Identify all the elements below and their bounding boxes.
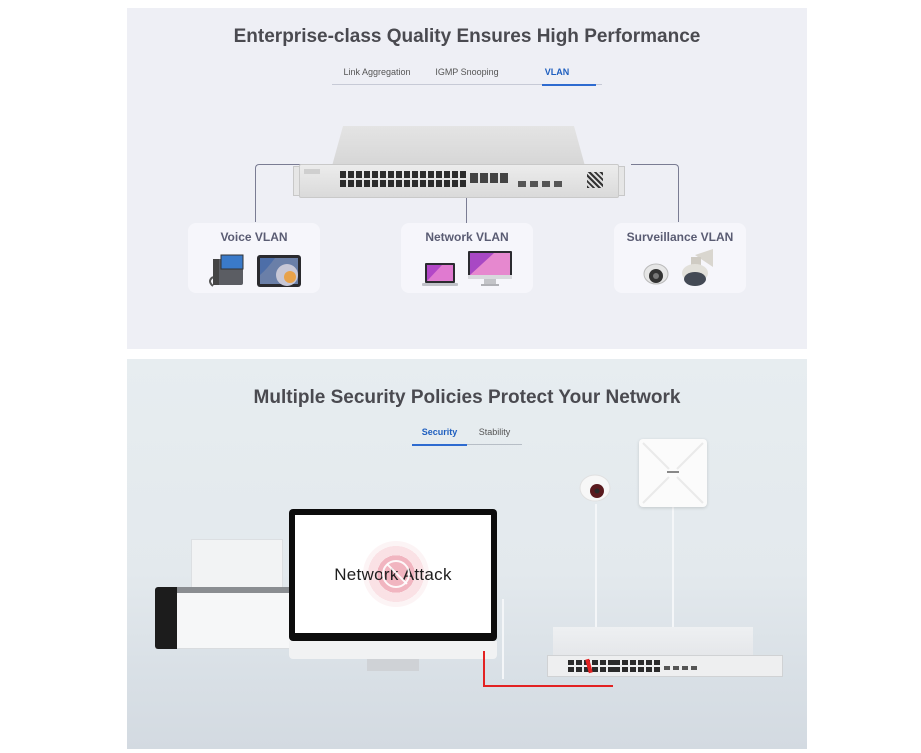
prohibited-icon — [382, 560, 410, 588]
desktop-monitor-icon — [468, 251, 512, 286]
active-tab-indicator — [412, 443, 467, 446]
ap-cable — [672, 507, 674, 629]
printer-image — [155, 539, 295, 649]
access-point-image — [639, 439, 707, 507]
section-title: Enterprise-class Quality Ensures High Pe… — [233, 26, 701, 47]
vlan-label: Network VLAN — [425, 230, 509, 244]
monitor-image: Network Attack — [289, 509, 497, 671]
dome-camera-icon — [643, 263, 669, 285]
vlan-card-network: Network VLAN — [401, 223, 533, 293]
laptop-icon — [422, 263, 458, 286]
tab-security[interactable]: Security — [421, 427, 458, 437]
vlan-label: Voice VLAN — [220, 230, 288, 244]
security-switch-image — [547, 627, 783, 683]
tab-link-aggregation[interactable]: Link Aggregation — [343, 67, 411, 77]
attack-cable — [483, 651, 613, 687]
feature-tabs: Security Stability — [412, 425, 522, 446]
camera-cable — [595, 504, 597, 632]
tab-vlan[interactable]: VLAN — [544, 67, 570, 77]
monitor-cable — [502, 599, 504, 679]
tab-igmp-snooping[interactable]: IGMP Snooping — [435, 67, 499, 77]
qr-code — [587, 172, 603, 188]
connector-voice — [255, 164, 303, 222]
security-camera-image — [579, 474, 611, 502]
section-title: Multiple Security Policies Protect Your … — [253, 387, 681, 408]
ip-phone-icon — [209, 254, 244, 287]
connector-network — [466, 196, 467, 223]
vlan-feature-section: Enterprise-class Quality Ensures High Pe… — [127, 8, 807, 349]
ptz-camera-icon — [682, 249, 713, 286]
tab-stability[interactable]: Stability — [478, 427, 511, 437]
connector-surveillance — [631, 164, 679, 222]
vlan-card-surveillance: Surveillance VLAN — [614, 223, 746, 293]
network-switch-image — [293, 126, 625, 198]
feature-tabs: Link Aggregation IGMP Snooping VLAN — [332, 65, 602, 86]
vlan-label: Surveillance VLAN — [626, 230, 734, 244]
security-feature-section: Multiple Security Policies Protect Your … — [127, 359, 807, 749]
vlan-card-voice: Voice VLAN — [188, 223, 320, 293]
tablet-icon — [257, 255, 301, 287]
active-tab-indicator — [542, 83, 596, 86]
